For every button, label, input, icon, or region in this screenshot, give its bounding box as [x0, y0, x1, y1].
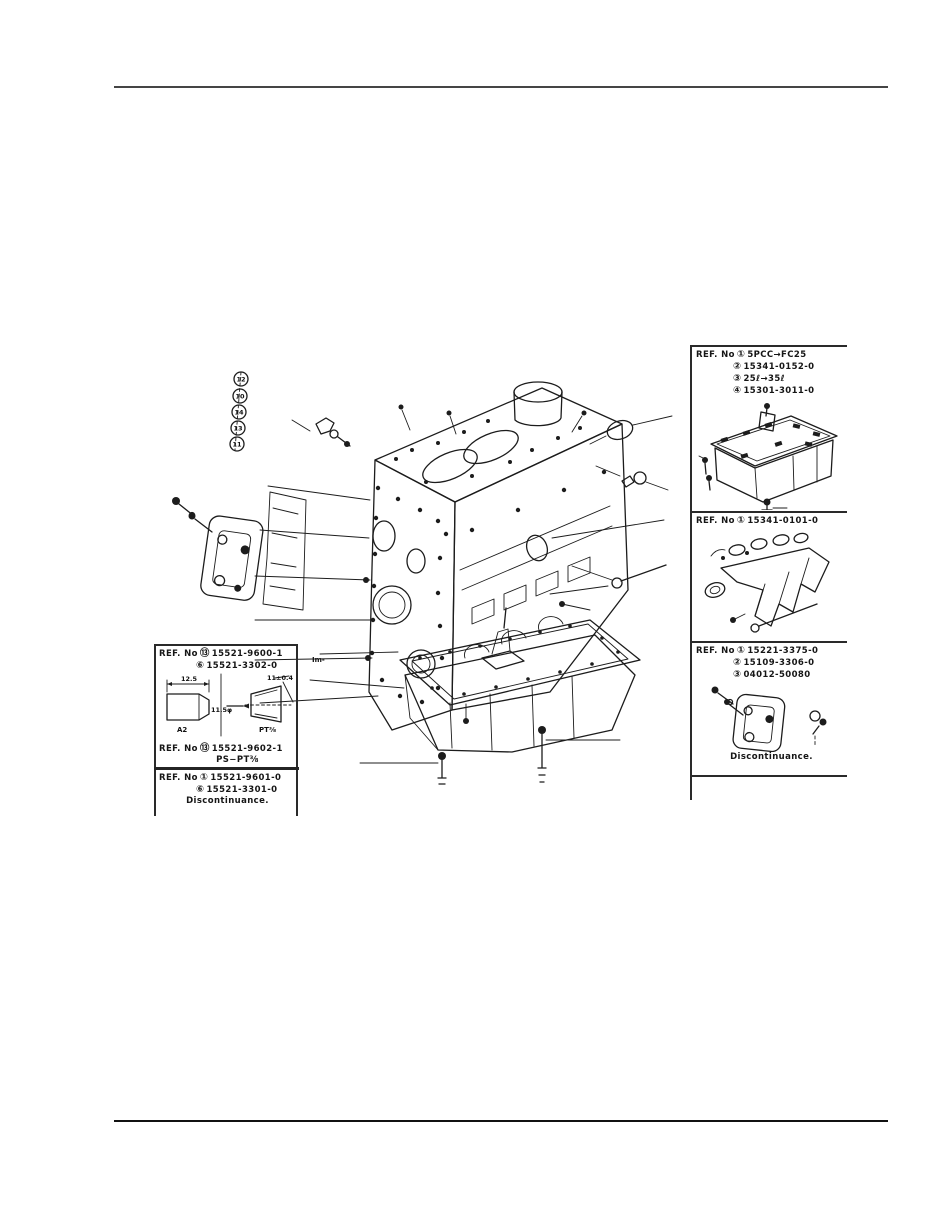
top-stud-callouts — [398, 404, 587, 435]
circled-number-icon: ⑥ — [196, 660, 205, 671]
part-number: 15521-9600-1 — [211, 649, 283, 659]
cylinder-block — [368, 381, 629, 731]
oil-pan-illustration — [698, 403, 838, 510]
callout-number: 12 — [236, 376, 245, 384]
bolt-icon — [723, 699, 744, 716]
ref-label: REF. No — [159, 773, 198, 783]
divider — [154, 767, 299, 770]
bolt-icon — [705, 475, 712, 491]
part-number: 04012-50080 — [743, 670, 811, 680]
cover-illustration — [711, 686, 826, 752]
callout-number-chain: 12 10 14 13 11 — [229, 371, 249, 452]
circled-number-icon: ③ — [733, 669, 742, 680]
pan-bolt-icon — [359, 752, 447, 785]
circled-number-icon: ③ — [733, 373, 742, 384]
bottom-rule — [114, 1120, 888, 1122]
circled-number-icon: ② — [733, 361, 742, 372]
circled-number-icon: ⑬ — [199, 648, 210, 659]
pan-bolt-icon — [537, 726, 621, 783]
part-number: 15109-3306-0 — [743, 658, 815, 668]
leader-lines-right — [549, 415, 673, 611]
circled-number-icon: ① — [736, 515, 746, 526]
callout-number: 11 — [232, 441, 242, 449]
ref-label: REF. No — [159, 744, 198, 754]
part-number: 15221-3375-0 — [747, 646, 819, 656]
circled-number-icon: ① — [736, 349, 746, 360]
dipstick-icon — [549, 564, 667, 595]
bolt-holes — [369, 485, 449, 705]
circled-number-icon: ⑥ — [196, 784, 205, 795]
circled-number-icon: ① — [736, 645, 746, 656]
circled-number-icon: ④ — [733, 385, 742, 396]
part-number: 15521-9602-1 — [211, 744, 283, 754]
drain-bolt-icon — [760, 498, 787, 510]
oil-pan — [309, 607, 641, 785]
plug-type-label: PT⅜ — [259, 726, 276, 734]
plug-dimension-diagram: 12.5 11.5φ 11±0.4 A2 PT⅜ — [166, 673, 293, 737]
dipstick-icon — [749, 603, 818, 633]
sensor-icon — [595, 465, 669, 491]
part-number: 25ℓ→35ℓ — [743, 374, 786, 384]
top-rule — [114, 86, 888, 88]
callout-number: 10 — [235, 393, 245, 401]
oval-plug-icon — [606, 419, 634, 441]
bolt-icon — [698, 455, 708, 475]
ref-label: REF. No — [696, 516, 735, 526]
side-cover-part — [172, 491, 307, 611]
engine-block-illustration: 12 10 14 13 11 — [172, 371, 673, 785]
part-number: 15521-3302-0 — [206, 661, 278, 671]
callout-number: 13 — [233, 425, 242, 433]
crankcase-illustration — [704, 532, 830, 633]
circled-number-icon: ① — [199, 772, 209, 783]
ref-label: REF. No — [696, 646, 735, 656]
center-annotation: Im- — [312, 656, 325, 664]
discontinuance-note: Discontinuance. — [730, 752, 813, 762]
dimension-label: 11.5φ — [211, 706, 232, 714]
plug-icon — [808, 710, 826, 747]
part-number: 15341-0101-0 — [747, 516, 819, 526]
part-number: 15521-3301-0 — [206, 785, 278, 795]
ref-label: REF. No — [696, 350, 735, 360]
dimension-label: 11±0.4 — [267, 674, 293, 682]
ref-label: REF. No — [159, 649, 198, 659]
thread-conversion-note: PS−PT⅜ — [216, 755, 259, 765]
dimension-label: 12.5 — [181, 675, 198, 683]
part-number: 5PCC→FC25 — [747, 350, 807, 360]
part-number: 15301-3011-0 — [743, 386, 815, 396]
joint-parts — [291, 417, 351, 447]
part-number: 15341-0152-0 — [743, 362, 815, 372]
plug-type-label: A2 — [177, 726, 187, 734]
part-number: 15521-9601-0 — [210, 773, 282, 783]
circled-number-icon: ② — [733, 657, 742, 668]
callout-number: 14 — [234, 409, 244, 417]
bolt-icon — [188, 512, 213, 533]
circled-number-icon: ⑬ — [199, 743, 210, 754]
discontinuance-note: Discontinuance. — [186, 796, 269, 806]
leader-lines-left — [254, 485, 379, 704]
